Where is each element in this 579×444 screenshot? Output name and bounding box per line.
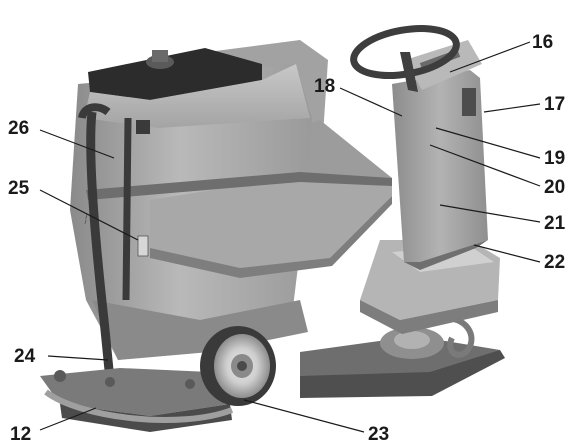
callout-20: 20: [544, 177, 565, 198]
callout-24: 24: [14, 346, 36, 367]
leader-22: [473, 244, 541, 263]
leader-lines: [39, 41, 541, 433]
leader-26: [39, 129, 115, 159]
leader-21: [439, 204, 541, 223]
leader-24: [47, 355, 109, 361]
leader-18: [339, 87, 403, 117]
callout-19: 19: [544, 148, 565, 169]
callout-25: 25: [8, 178, 30, 199]
svg-text:~~: ~~: [80, 213, 92, 225]
callout-23: 23: [368, 424, 389, 444]
callout-18: 18: [314, 76, 335, 97]
leader-20: [429, 144, 541, 187]
callout-16: 16: [532, 32, 553, 53]
leader-12: [39, 407, 97, 431]
callout-17: 17: [544, 94, 565, 115]
leader-16: [449, 41, 531, 73]
callout-labels: 16 17 18 19 20 21 22 23 24 25 26 12: [8, 32, 566, 444]
leader-17: [483, 103, 541, 113]
leader-23: [243, 399, 365, 433]
callout-12: 12: [10, 424, 31, 444]
callout-22: 22: [544, 252, 565, 273]
machine-body: ~~: [40, 25, 505, 432]
leader-19: [435, 127, 541, 159]
callout-26: 26: [8, 118, 29, 139]
callout-21: 21: [544, 213, 566, 234]
leader-25: [39, 189, 139, 241]
